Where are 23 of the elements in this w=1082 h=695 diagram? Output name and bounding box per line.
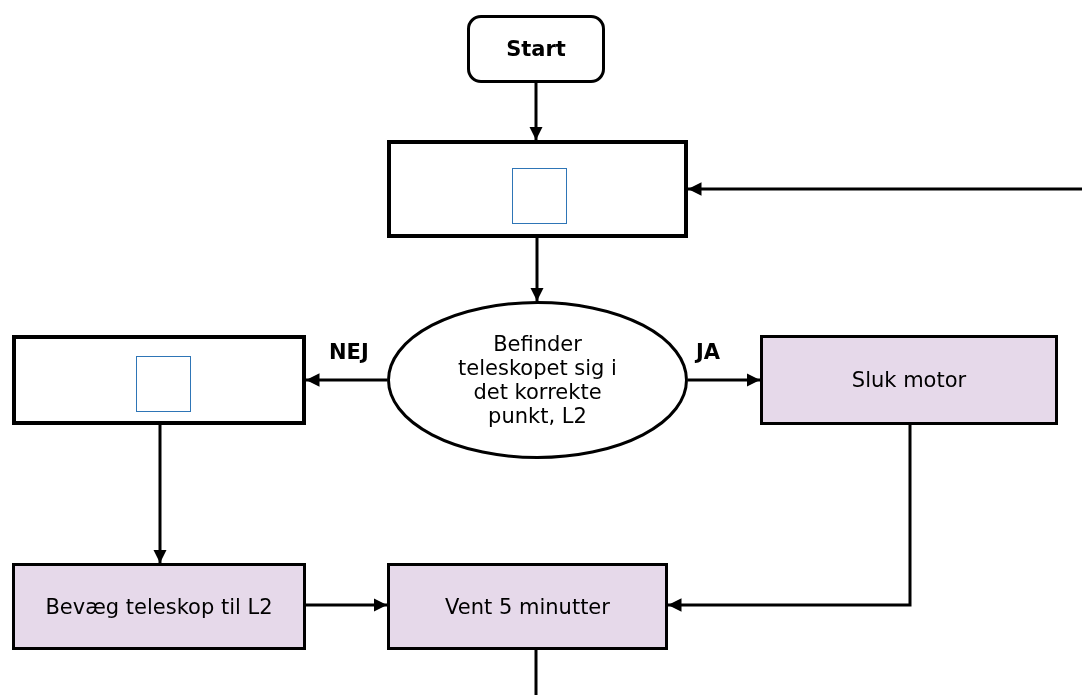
node-text: Start	[506, 37, 566, 61]
arrow	[529, 83, 543, 140]
node-text: Sluk motor	[851, 368, 967, 392]
process-box	[12, 563, 306, 650]
empty-box	[12, 335, 306, 425]
node-text: Vent 5 minutter	[445, 594, 610, 619]
process-box	[387, 563, 668, 650]
arrow	[306, 373, 387, 387]
arrow	[153, 425, 167, 563]
node-text: Befinder teleskopet sig i det korrekte punkt, L2	[457, 332, 618, 428]
empty-square	[512, 168, 567, 224]
start-terminal	[467, 15, 605, 83]
arrow	[688, 373, 760, 387]
decision-ellipse	[387, 301, 688, 459]
empty-square	[136, 356, 191, 412]
node-text: Bevæg teleskop til L2	[45, 594, 273, 619]
process-box	[760, 335, 1058, 425]
arrow	[530, 238, 544, 301]
edge-label: JA	[694, 340, 723, 364]
arrow	[688, 182, 1082, 196]
arrow	[306, 598, 387, 612]
empty-box	[387, 140, 688, 238]
arrow	[668, 425, 912, 612]
